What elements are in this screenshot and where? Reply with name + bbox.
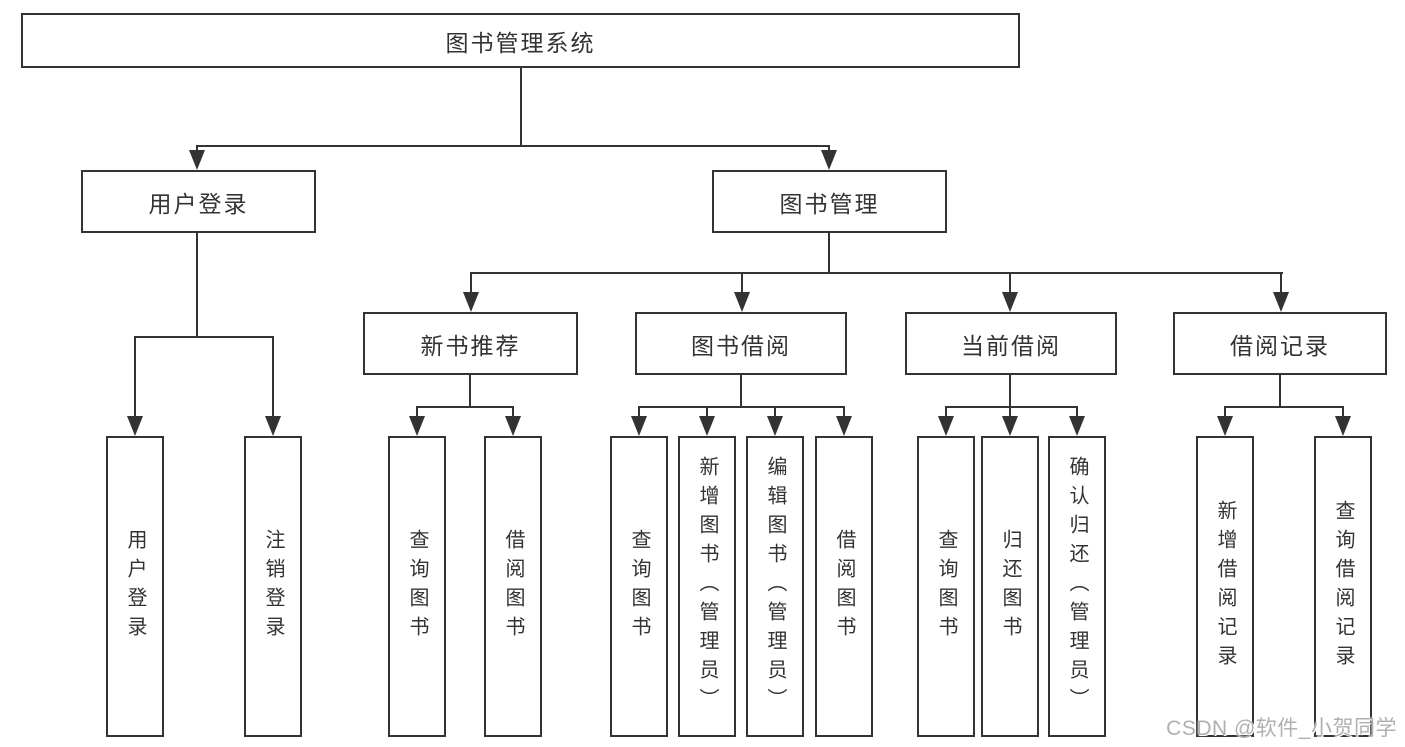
leaf-borrow-books-newbook: 借阅图书 [484,436,542,737]
arrowhead-leaf [938,416,954,436]
arrowhead-leaf-logout [265,416,281,436]
connector-leaf-drop [843,406,845,418]
connector-newbook-drop [470,273,472,294]
leaf-query-books-newbook: 查询图书 [388,436,446,737]
arrowhead-book-mgmt [821,150,837,170]
node-new-book-recommend: 新书推荐 [363,312,578,375]
arrowhead-records [1273,292,1289,312]
leaf-add-borrow-record: 新增借阅记录 [1196,436,1254,737]
leaf-logout: 注销登录 [244,436,302,737]
arrowhead-newbook [463,292,479,312]
connector-book-mgmt-stem [828,233,830,274]
connector-leaf-drop [945,406,947,418]
connector-leaf-logout-drop [272,336,274,418]
arrowhead-leaf-login [127,416,143,436]
arrowhead-leaf [631,416,647,436]
connector-records-stem [1279,375,1281,407]
node-current-borrow: 当前借阅 [905,312,1117,375]
arrowhead-leaf [836,416,852,436]
connector-leaf-drop [638,406,640,418]
connector-leaf-drop [1076,406,1078,418]
connector-root-stem [520,68,522,147]
leaf-user-login: 用户登录 [106,436,164,737]
node-borrow-records: 借阅记录 [1173,312,1387,375]
arrowhead-leaf [409,416,425,436]
connector-leaf-drop [416,406,418,418]
connector-bookborrow-stem [740,375,742,407]
connector-currentborrow-stem [1009,375,1011,407]
arrowhead-leaf [1335,416,1351,436]
node-user-login: 用户登录 [81,170,316,233]
arrowhead-leaf [699,416,715,436]
connector-currentborrow-drop [1009,273,1011,294]
connector-leaf-drop [1224,406,1226,418]
connector-leaf-drop [512,406,514,418]
connector-bookborrow-split [638,406,845,408]
leaf-query-borrow-record: 查询借阅记录 [1314,436,1372,737]
arrowhead-bookborrow [734,292,750,312]
connector-level3-split [470,272,1283,274]
leaf-edit-book-admin: 编辑图书（管理员） [746,436,804,737]
arrowhead-leaf [1002,416,1018,436]
connector-user-login-stem [196,233,198,338]
node-root: 图书管理系统 [21,13,1020,68]
node-book-management: 图书管理 [712,170,947,233]
connector-currentborrow-split [945,406,1078,408]
connector-user-login-split [134,336,274,338]
connector-level2-split [196,145,830,147]
leaf-confirm-return-admin: 确认归还（管理员） [1048,436,1106,737]
leaf-add-book-admin: 新增图书（管理员） [678,436,736,737]
arrowhead-leaf [505,416,521,436]
arrowhead-user-login [189,150,205,170]
node-book-borrow: 图书借阅 [635,312,847,375]
leaf-query-books-current: 查询图书 [917,436,975,737]
arrowhead-leaf [767,416,783,436]
connector-newbook-split [416,406,514,408]
arrowhead-leaf [1217,416,1233,436]
leaf-borrow-books-borrow: 借阅图书 [815,436,873,737]
connector-bookborrow-drop [741,273,743,294]
csdn-watermark: CSDN @软件_小贺同学 [1166,717,1397,740]
arrowhead-currentborrow [1002,292,1018,312]
connector-leaf-drop [1009,406,1011,418]
connector-leaf-drop [1342,406,1344,418]
connector-leaf-login-drop [134,336,136,418]
connector-records-split [1224,406,1344,408]
leaf-query-books-borrow: 查询图书 [610,436,668,737]
connector-leaf-drop [706,406,708,418]
connector-records-drop [1280,273,1282,294]
arrowhead-leaf [1069,416,1085,436]
leaf-return-book: 归还图书 [981,436,1039,737]
connector-newbook-stem [469,375,471,407]
connector-leaf-drop [774,406,776,418]
